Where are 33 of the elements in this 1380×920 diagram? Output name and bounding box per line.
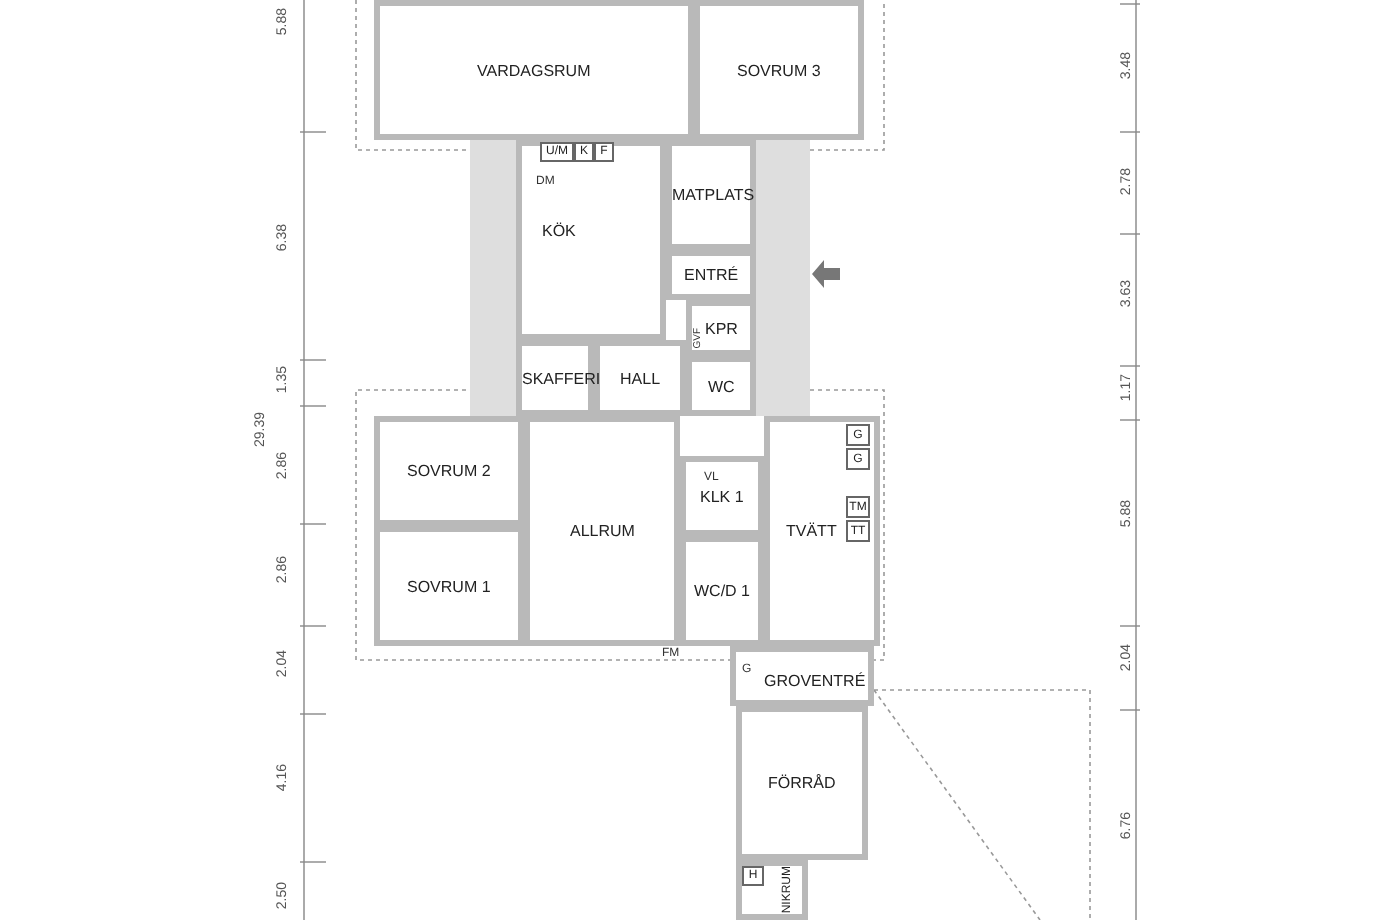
room-name: WC/D 1 [694,582,750,600]
room [374,416,524,526]
room-name: ALLRUM [570,522,635,540]
room-name: KPR [705,319,738,337]
room-name: VARDAGSRUM [477,61,591,79]
room-name: SOVRUM 2 [407,462,491,480]
room-name: GROVENTRÉ [764,672,866,690]
room [680,536,764,646]
room-name: ENTRÉ [684,266,739,284]
room [686,356,756,416]
room [694,0,864,140]
room-name: HALL [620,369,661,387]
room-name: MATPLATS [672,186,755,204]
room [666,250,756,300]
room-name: TVÄTT [786,522,837,540]
room [736,706,868,860]
room [730,646,874,706]
room [686,300,756,356]
room-name: KLK 1 [700,487,744,505]
room-name: WC [708,377,735,395]
room [374,0,694,140]
room [516,140,666,340]
room-name: SKAFFERI [522,369,601,387]
room-name: SOVRUM 3 [737,61,821,79]
room [524,416,680,646]
room-name: KÖK [542,222,576,240]
room [680,456,764,536]
room [764,416,880,646]
room-name: SOVRUM 1 [407,577,491,595]
room-name: FÖRRÅD [768,774,836,792]
room [666,140,756,250]
room [736,860,808,920]
room [374,526,524,646]
